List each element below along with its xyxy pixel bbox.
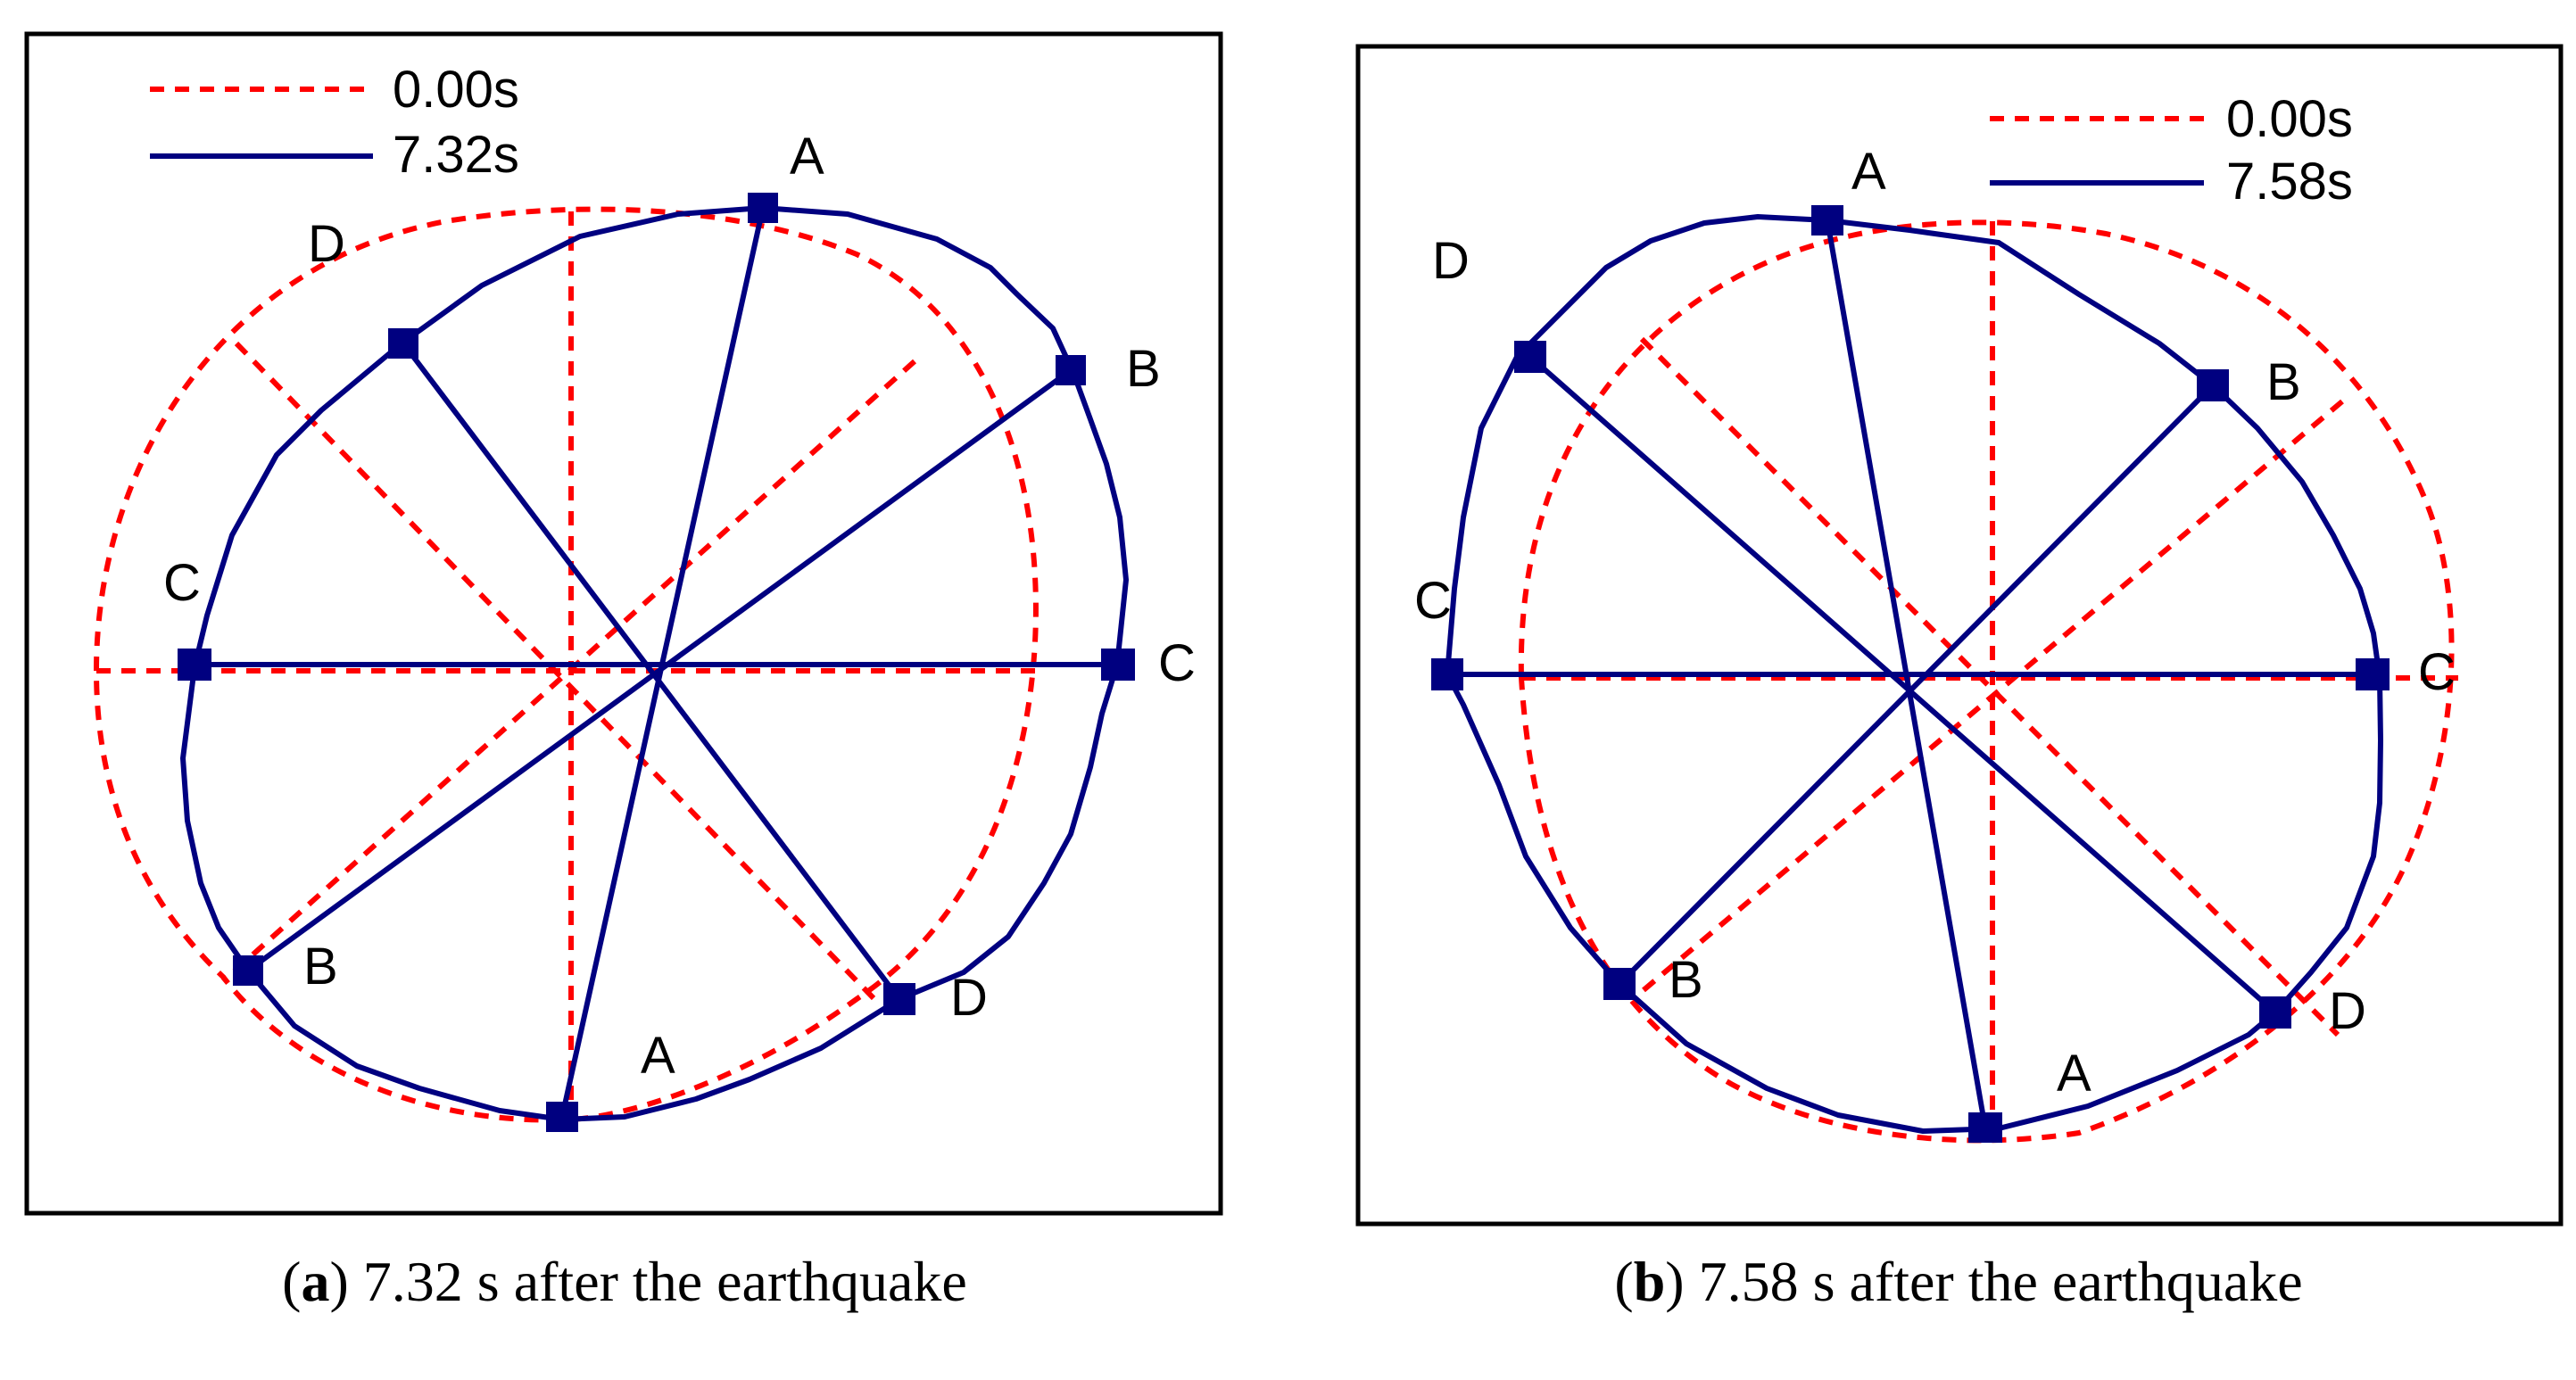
panel-b-label-b-left: B <box>1669 951 1703 1009</box>
panel-b-initial-ellipse <box>1518 219 2455 1144</box>
panel-a-deformed-outline <box>180 205 1129 1122</box>
panel-b-initial-spoke-b <box>1631 399 2344 1002</box>
panel-a-legend-initial-label: 0.00s <box>393 61 519 119</box>
panel-b-label-c-left: C <box>1414 572 1452 630</box>
panel-b-marker-c-left <box>1431 658 1463 690</box>
panel-a-marker-a-top <box>748 193 778 223</box>
panel-a-initial-spoke-b <box>220 359 917 984</box>
panel-b-marker-d-left <box>1514 341 1546 373</box>
panel-b-frame <box>1355 44 2564 1227</box>
panel-a-label-d-left: D <box>308 215 345 273</box>
panel-b-initial-spoke-d <box>1639 336 2340 1037</box>
panel-b-deformed-spoke-d <box>1528 354 2277 1015</box>
panel-b-caption: (b) 7.58 s after the earthquake <box>1614 1250 2303 1313</box>
panel-a-marker-b-right <box>1056 355 1086 385</box>
panel-b-caption-letter: b <box>1633 1250 1666 1313</box>
panel-a-deformed-spoke-b <box>246 368 1073 973</box>
panel-b-label-c-right: C <box>2418 643 2456 701</box>
panel-b-marker-d-right <box>2259 996 2291 1029</box>
panel-a-marker-c-left <box>178 649 211 681</box>
panel-a-caption: (a) 7.32 s after the earthquake <box>282 1250 967 1313</box>
panel-a-caption-letter: a <box>301 1250 330 1313</box>
panel-a-marker-a-bottom <box>546 1102 578 1132</box>
panel-b-label-d-right: D <box>2329 982 2366 1040</box>
panel-b: 0.00s 7.58s <box>1355 44 2564 1227</box>
panel-b-label-a-bottom: A <box>2057 1045 2091 1103</box>
panel-b-deformed-shape <box>1445 214 2383 1134</box>
panel-b-legend-deformed-label: 7.58s <box>2226 153 2353 211</box>
panel-a-label-c-right: C <box>1158 634 1196 692</box>
panel-a-label-b-right: B <box>1126 340 1161 398</box>
panel-b-marker-c-right <box>2356 658 2390 690</box>
panel-b-caption-text: 7.58 s after the earthquake <box>1698 1250 2303 1313</box>
panel-a-marker-c-right <box>1101 649 1135 681</box>
panel-b-marker-b-left <box>1603 968 1636 1000</box>
panel-a-marker-d-left <box>388 328 418 359</box>
panel-b-marker-a-top <box>1811 205 1843 236</box>
panel-a-marker-d-right <box>883 983 915 1015</box>
panel-a-label-c-left: C <box>163 554 201 612</box>
panel-a-marker-b-left <box>233 955 263 986</box>
panel-a-markers <box>178 193 1135 1132</box>
panel-b-marker-b-right <box>2197 369 2229 401</box>
panel-a: 0.00s 7.32s <box>24 31 1223 1216</box>
panel-b-legend-initial-label: 0.00s <box>2226 90 2353 148</box>
panel-a-deformed-spoke-d <box>401 342 902 1001</box>
panel-b-label-a-top: A <box>1851 143 1886 201</box>
panel-a-caption-text: 7.32 s after the earthquake <box>362 1250 967 1313</box>
panel-b-markers <box>1431 205 2390 1143</box>
panel-a-deformed-shape <box>180 205 1129 1122</box>
panel-a-initial-ellipse <box>93 206 1039 1123</box>
panel-a-label-b-left: B <box>303 938 338 996</box>
panel-a-initial-spoke-d <box>234 341 877 1002</box>
panel-b-label-b-right: B <box>2266 353 2301 411</box>
panel-a-label-a-top: A <box>790 128 824 186</box>
panel-b-initial-shape <box>1518 219 2458 1144</box>
panel-b-label-d-left: D <box>1432 232 1470 290</box>
panel-a-frame <box>24 31 1223 1216</box>
panel-b-marker-a-bottom <box>1968 1112 2002 1143</box>
panel-a-label-d-right: D <box>950 969 988 1027</box>
panel-a-legend-deformed-label: 7.32s <box>393 126 519 184</box>
panel-a-label-a-bottom: A <box>641 1027 675 1085</box>
panel-b-deformed-spoke-b <box>1617 383 2216 987</box>
